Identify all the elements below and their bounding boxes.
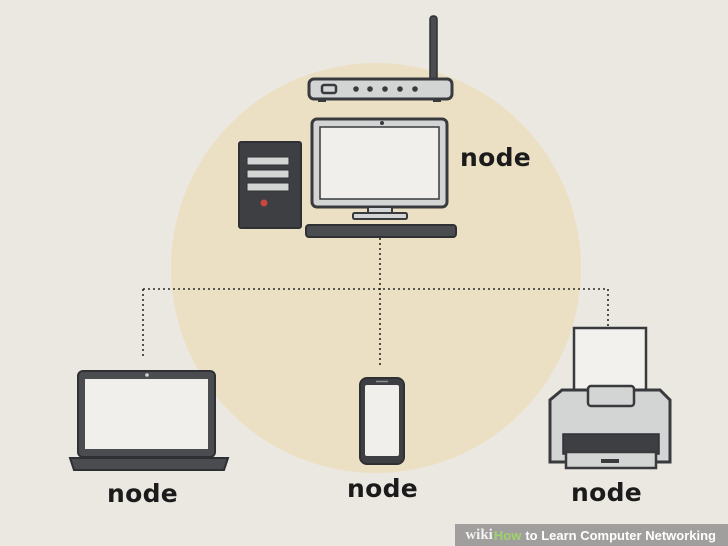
- watermark-how: How: [493, 527, 522, 543]
- node-label-printer: node: [571, 478, 643, 507]
- node-label-phone: node: [347, 474, 419, 503]
- node-label-desktop: node: [460, 143, 532, 172]
- router-icon: [307, 15, 454, 102]
- laptop-icon: [68, 370, 230, 471]
- connection-lines: [142, 238, 609, 368]
- watermark: wiki How to Learn Computer Networking: [455, 524, 728, 546]
- desktop-computer-icon: [238, 117, 457, 238]
- node-label-laptop: node: [107, 479, 179, 508]
- watermark-brand: wiki: [465, 526, 493, 543]
- watermark-title: to Learn Computer Networking: [525, 527, 716, 543]
- phone-icon: [359, 377, 405, 465]
- printer-icon: [548, 326, 672, 470]
